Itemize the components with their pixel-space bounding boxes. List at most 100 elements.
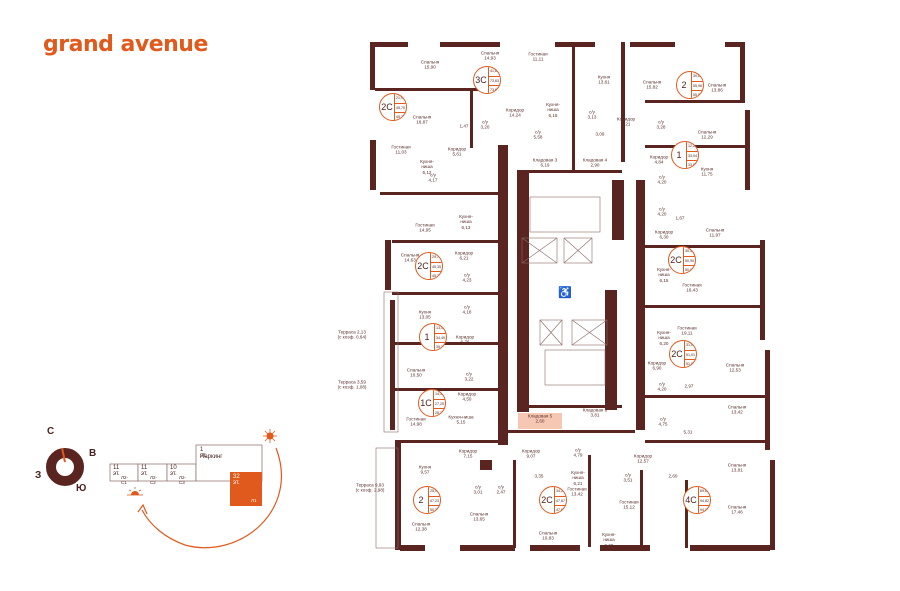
- room-area: 3,20: [480, 125, 490, 130]
- section-floors: 11 эт.: [113, 465, 120, 477]
- total-area-coef: 50,90: [685, 268, 694, 273]
- compass-north: С: [47, 426, 55, 437]
- room-area: 4,18: [462, 310, 472, 315]
- total-area: 55,96: [692, 82, 703, 92]
- total-area: 50,90: [684, 257, 695, 267]
- room-label: Терраса 9,93 (с коэф. 2,98): [356, 483, 385, 494]
- room-area: 14,98: [410, 422, 422, 427]
- core-elements: [375, 196, 608, 549]
- sun-path-arc: [141, 447, 282, 549]
- room-area: 5,15: [456, 420, 466, 425]
- section-code-active: Л1: [251, 498, 257, 503]
- living-area: 41,84: [489, 67, 500, 77]
- room-area: 10,50: [410, 373, 422, 378]
- room-label: 5,31: [684, 429, 693, 434]
- room-name: Спальня: [411, 521, 431, 527]
- total-area-coef: 47,67: [556, 508, 565, 513]
- room-name: Кухня- ниша: [571, 469, 585, 481]
- room-area: 6,12: [422, 169, 432, 175]
- room-name: Кладовая 5: [527, 413, 553, 419]
- room-area: 6,20: [659, 340, 669, 346]
- room-name: Гостиная: [677, 325, 697, 331]
- total-area: 27,25: [434, 400, 445, 410]
- room-area: 11,03: [395, 150, 407, 155]
- room-area: 4,20: [657, 212, 667, 217]
- room-name: Коридор: [505, 107, 525, 113]
- living-area: 12,25: [687, 142, 698, 152]
- room-name: с/у: [589, 109, 595, 115]
- section-floors: 1 эт.: [200, 447, 207, 459]
- room-name: Спальня: [727, 404, 747, 410]
- total-area-coef: 73,63: [490, 88, 499, 93]
- room-name: Кухня- ниша: [420, 158, 434, 170]
- room-name: с/у: [660, 416, 666, 422]
- room-name: Гостиная: [619, 499, 639, 505]
- compass-ring: [46, 448, 84, 486]
- section-box-active: [230, 472, 262, 506]
- room-area: 6,30: [659, 235, 669, 240]
- total-area-coef: 35,13: [436, 345, 445, 350]
- room-area: 5,61: [452, 152, 462, 157]
- room-name: Коридор: [521, 448, 541, 454]
- room-area: 13,65: [473, 517, 485, 522]
- room-name: Спальня: [480, 50, 500, 56]
- room-area: 15,82: [646, 85, 658, 90]
- room-name: с/у: [466, 371, 472, 377]
- total-area-coef: 55,96: [693, 93, 702, 98]
- room-area: 3,22: [464, 377, 474, 382]
- room-name: Кладовая 4: [582, 157, 608, 163]
- living-area: 69,67: [699, 487, 710, 497]
- room-area: 4,20: [657, 387, 667, 392]
- apartment-type: 4С: [685, 495, 697, 505]
- room-name: Терраса 3,59 (с коэф. 1,08): [337, 379, 367, 390]
- room-area: 1,67: [675, 215, 685, 221]
- apartment-type: 2С: [417, 261, 429, 271]
- total-area-coef: 51,01: [686, 362, 695, 367]
- total-area: 34,49: [435, 334, 446, 344]
- room-area: 6,15: [659, 277, 669, 283]
- section-code: Л2-С1: [121, 475, 128, 485]
- room-area: 4,75: [658, 422, 668, 427]
- room-area: 3,09: [595, 131, 605, 137]
- room-area: 13,61: [598, 80, 610, 85]
- room-name: Спальня: [727, 462, 747, 468]
- room-area: 9,07: [526, 454, 536, 459]
- room-name: Коридор: [616, 116, 636, 122]
- room-area: 5,31: [683, 429, 693, 435]
- room-area: 5,58: [533, 135, 543, 140]
